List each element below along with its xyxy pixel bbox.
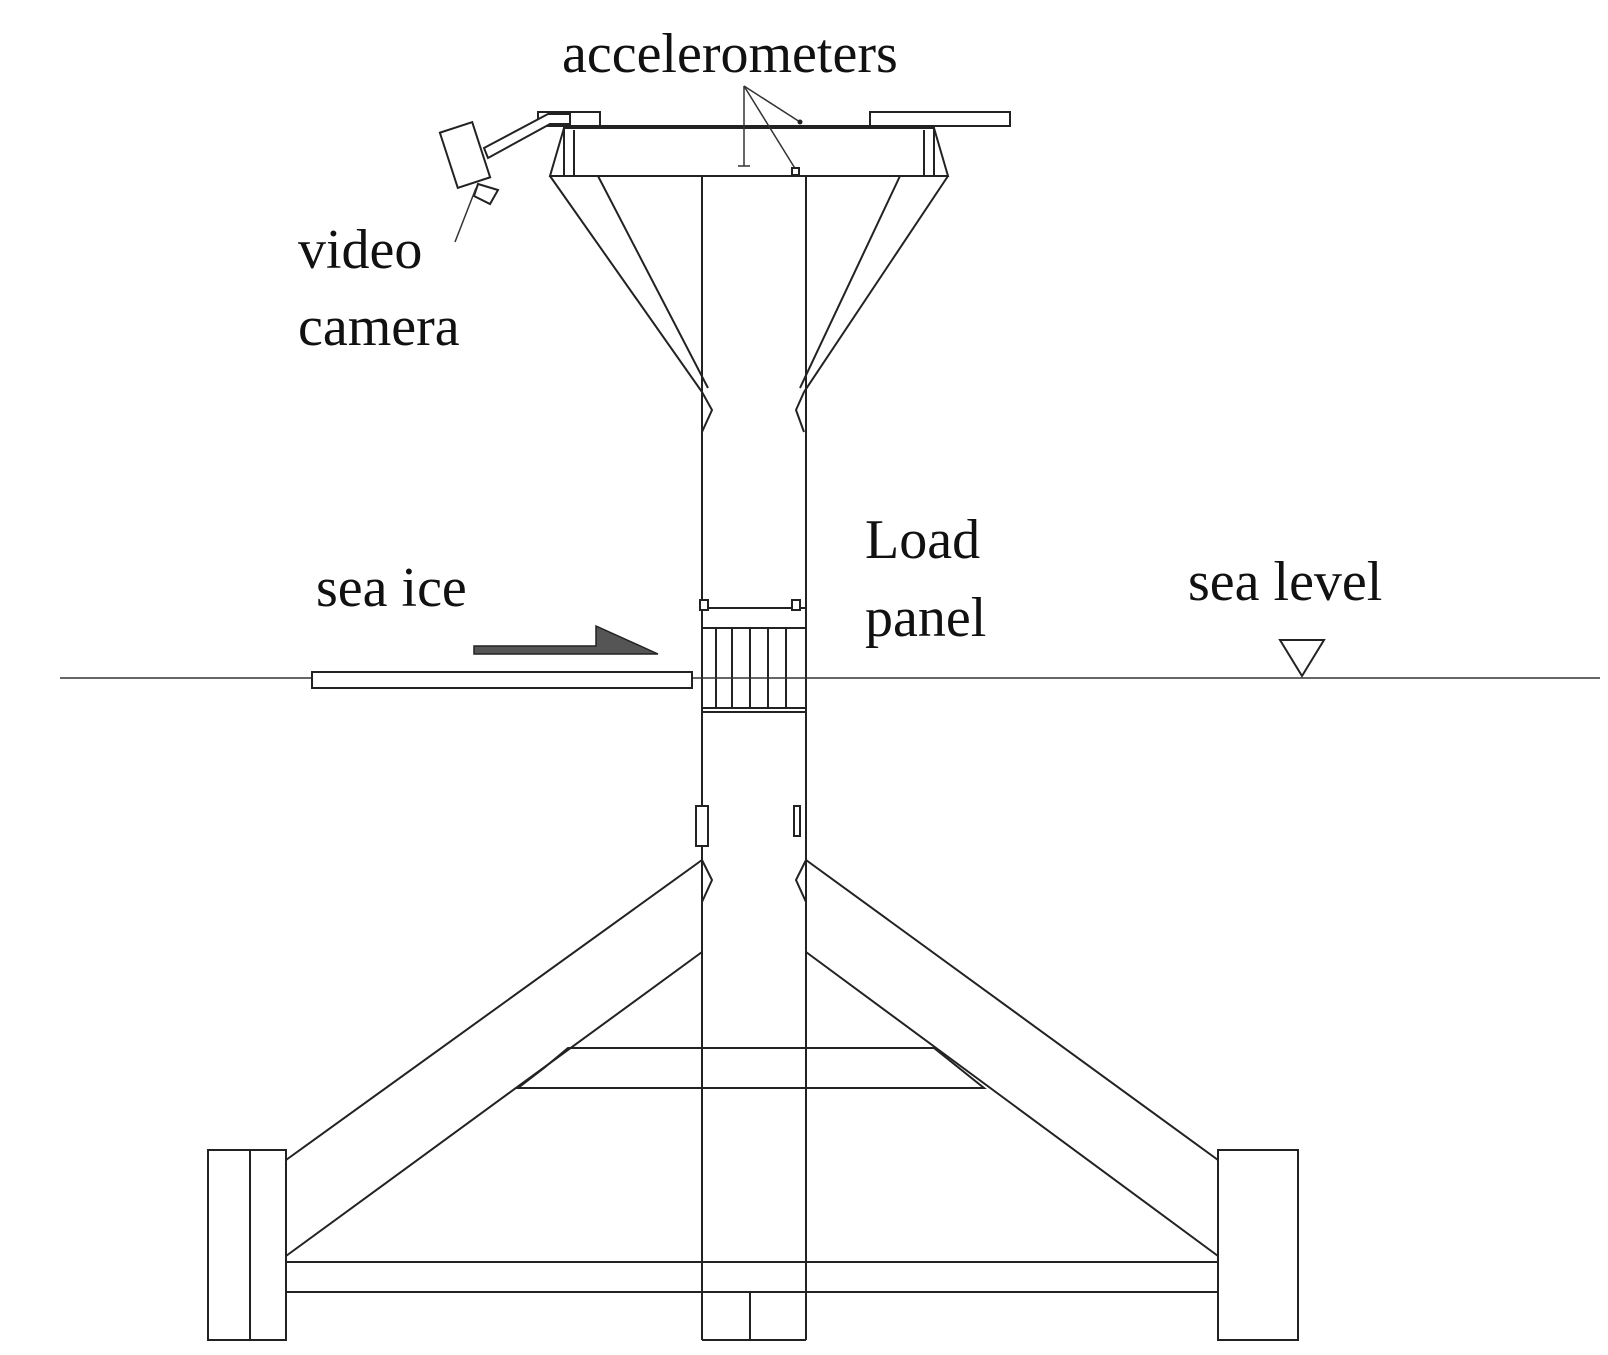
camera-lens <box>472 182 500 206</box>
column-fitting-right <box>793 805 801 837</box>
upper-joint-right <box>794 391 805 433</box>
base-foot-right <box>1217 1149 1299 1341</box>
sea-ice-group <box>311 624 693 689</box>
label-video-camera-line1: video <box>298 219 422 281</box>
load-panel-bolt-right <box>791 599 801 611</box>
accel-leader-3 <box>743 85 801 123</box>
deck-platform <box>563 127 935 177</box>
sea-level-group <box>60 639 1600 679</box>
upper-brace-right-inner <box>799 175 901 389</box>
deck-bracket-left <box>548 127 565 177</box>
upper-braces <box>549 175 949 433</box>
accelerometer-3-icon <box>797 119 803 125</box>
column-fitting-left <box>695 805 709 847</box>
accelerometer-2-icon <box>791 167 800 176</box>
lower-brace-right-outer <box>805 859 1219 1161</box>
bottom-base <box>207 1149 1299 1341</box>
lower-brace-left-inner <box>285 951 703 1257</box>
video-camera-icon <box>438 120 492 190</box>
sea-level-marker-icon <box>1278 639 1326 678</box>
label-sea-ice: sea ice <box>316 557 467 619</box>
load-panel <box>699 599 807 713</box>
base-foot-left <box>207 1149 287 1341</box>
ice-drift-arrow-icon <box>473 624 659 655</box>
accel-leader-2 <box>743 85 797 171</box>
deck-plate-right <box>869 111 1011 127</box>
lower-joint-right <box>794 859 807 903</box>
lower-cross-beam <box>515 1047 987 1089</box>
sea-ice-sheet <box>311 671 693 689</box>
load-panel-frame <box>701 607 807 713</box>
lower-braces <box>285 859 1219 1257</box>
lower-brace-right-inner <box>805 951 1219 1257</box>
upper-brace-left-inner <box>597 175 709 389</box>
label-load-panel-line2: panel <box>865 587 986 649</box>
video-camera-assembly <box>438 113 571 243</box>
camera-boom <box>482 113 571 160</box>
central-column <box>695 176 807 1341</box>
label-accelerometers: accelerometers <box>562 23 898 85</box>
deck-bracket-right <box>933 127 950 177</box>
label-video-camera-line2: camera <box>298 296 460 358</box>
lower-brace-left-outer <box>285 859 703 1161</box>
label-sea-level: sea level <box>1188 551 1382 613</box>
load-panel-bolt-left <box>699 599 709 611</box>
label-load-panel-line1: Load <box>865 509 980 571</box>
upper-joint-left <box>701 391 714 433</box>
base-beam-column-crossing <box>701 1261 807 1293</box>
lower-joint-left <box>701 859 714 903</box>
upper-brace-right-outer <box>803 175 949 393</box>
accelerometer-markers <box>738 85 803 176</box>
camera-leader-line <box>454 187 477 243</box>
top-deck <box>537 111 1011 177</box>
upper-brace-left-outer <box>549 175 703 393</box>
